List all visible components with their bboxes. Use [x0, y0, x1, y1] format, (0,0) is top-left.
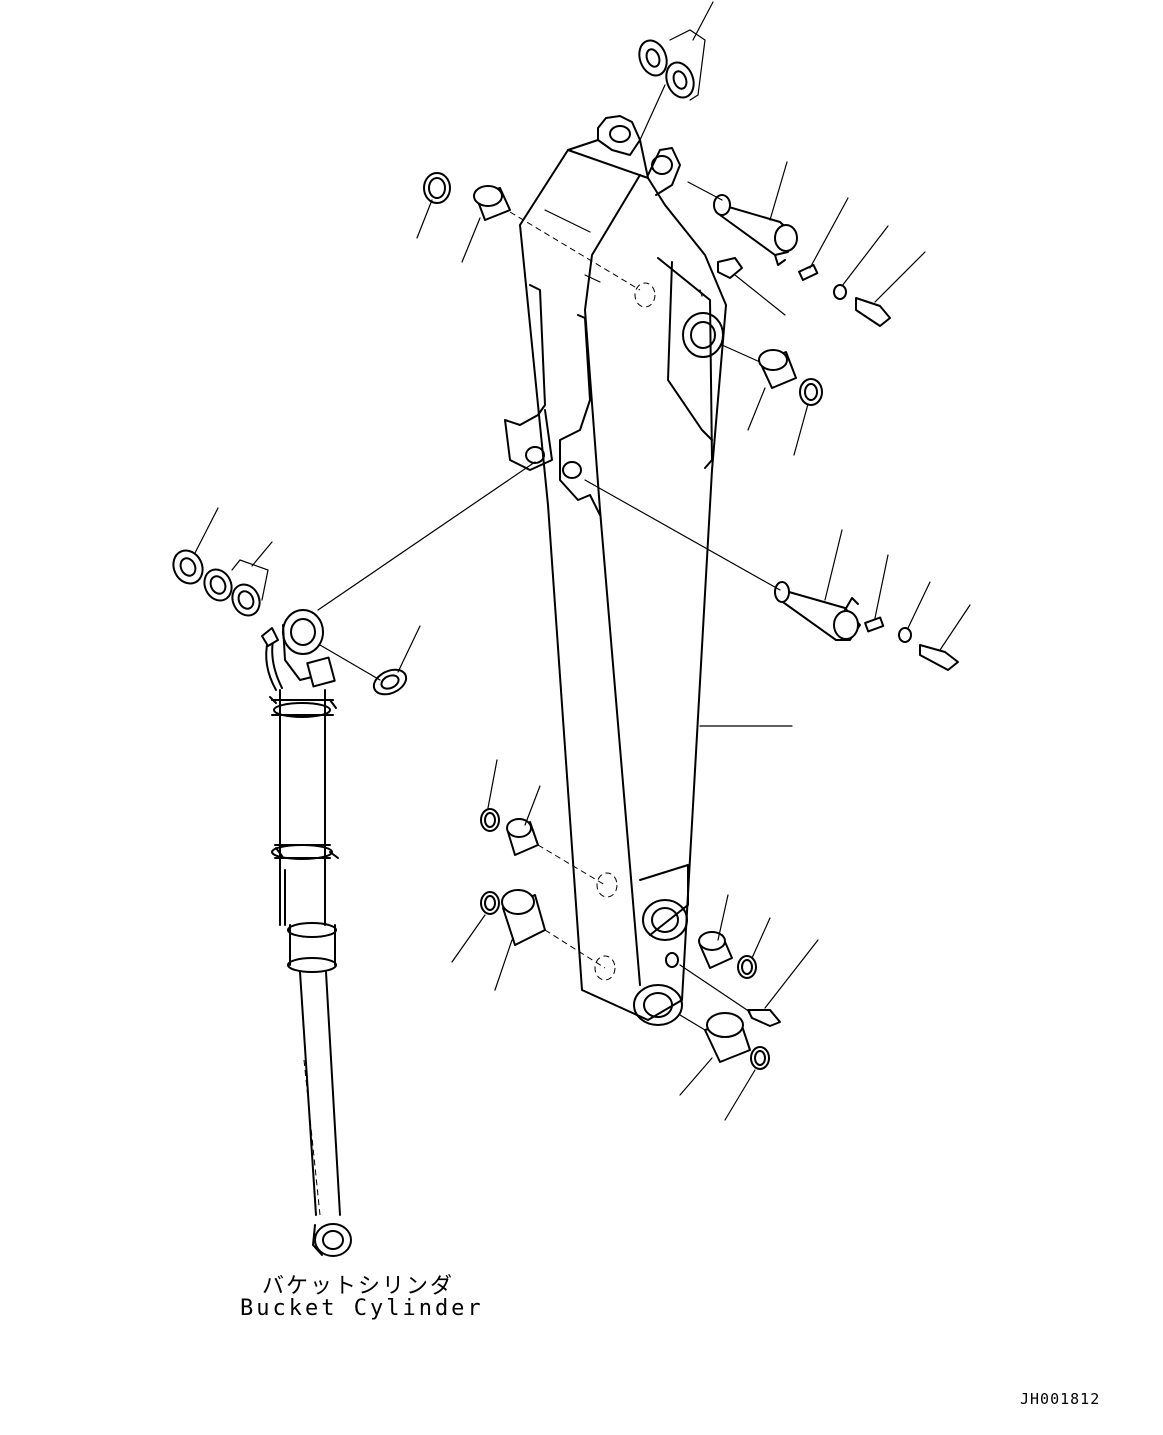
bucket-cylinder-label-jp: バケットシリンダ [262, 1274, 455, 1299]
cylinder-shims [172, 507, 421, 696]
pin-assembly-right [584, 479, 971, 671]
bucket-cylinder-label-en: Bucket Cylinder [240, 1296, 484, 1321]
hose-clamps [269, 696, 339, 859]
arm-body [504, 115, 727, 1026]
pin-assembly-top-right [687, 161, 926, 327]
bushing-seal-top-left [416, 172, 641, 291]
shim-plates-top [638, 1, 714, 141]
bucket-cylinder [261, 461, 536, 1257]
bushing-seal-lower-left [451, 759, 606, 991]
figure-id: JH001812 [1020, 1390, 1101, 1408]
bushing-seal-right-mid [721, 344, 823, 456]
bushing-seal-lower-right [679, 894, 819, 1121]
